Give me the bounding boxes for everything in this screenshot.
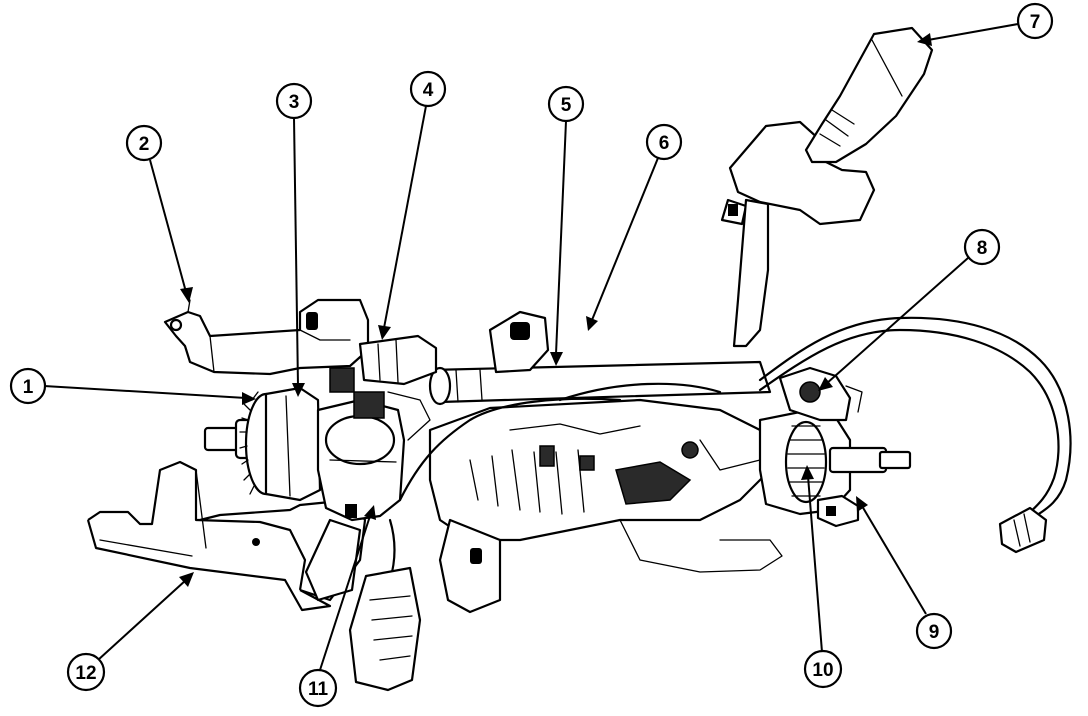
callout-2: 2 — [125, 124, 193, 303]
callout-3: 3 — [275, 82, 313, 397]
sensor-assembly — [778, 366, 863, 422]
callout-label-7: 7 — [1030, 12, 1041, 33]
callout-label-8: 8 — [977, 238, 988, 259]
callout-label-9: 9 — [929, 622, 940, 643]
callout-label-5: 5 — [561, 95, 572, 116]
callout-label-6: 6 — [659, 133, 670, 154]
lower-bracket — [86, 460, 367, 612]
callout-label-4: 4 — [423, 80, 434, 101]
callout-label-3: 3 — [289, 92, 300, 113]
steering-column-assembly — [86, 26, 1072, 692]
callout-10: 10 — [801, 465, 843, 689]
callout-label-12: 12 — [75, 663, 96, 684]
callout-11: 11 — [298, 505, 376, 708]
callout-8: 8 — [818, 228, 1001, 391]
right-shaft-gear — [758, 410, 912, 528]
callouts: 1 2 3 4 5 — [9, 2, 1054, 708]
callout-label-2: 2 — [139, 134, 150, 155]
callout-7: 7 — [917, 2, 1054, 46]
column-casting — [428, 398, 783, 614]
ignition-switch-housing — [304, 398, 406, 602]
callout-1: 1 — [9, 367, 256, 405]
upper-bracket — [163, 298, 370, 376]
switch-block — [329, 334, 438, 441]
shift-lever — [720, 26, 934, 348]
callout-9: 9 — [856, 496, 953, 650]
callout-label-11: 11 — [308, 679, 329, 700]
column-tube — [428, 310, 772, 406]
callout-label-10: 10 — [812, 660, 833, 681]
callout-5: 5 — [547, 85, 585, 366]
callout-6: 6 — [586, 123, 683, 331]
wiring-harness — [348, 316, 1072, 692]
left-shaft-gear — [203, 386, 322, 502]
callout-4: 4 — [378, 70, 447, 340]
callout-label-1: 1 — [23, 377, 34, 398]
callout-12: 12 — [66, 572, 194, 692]
